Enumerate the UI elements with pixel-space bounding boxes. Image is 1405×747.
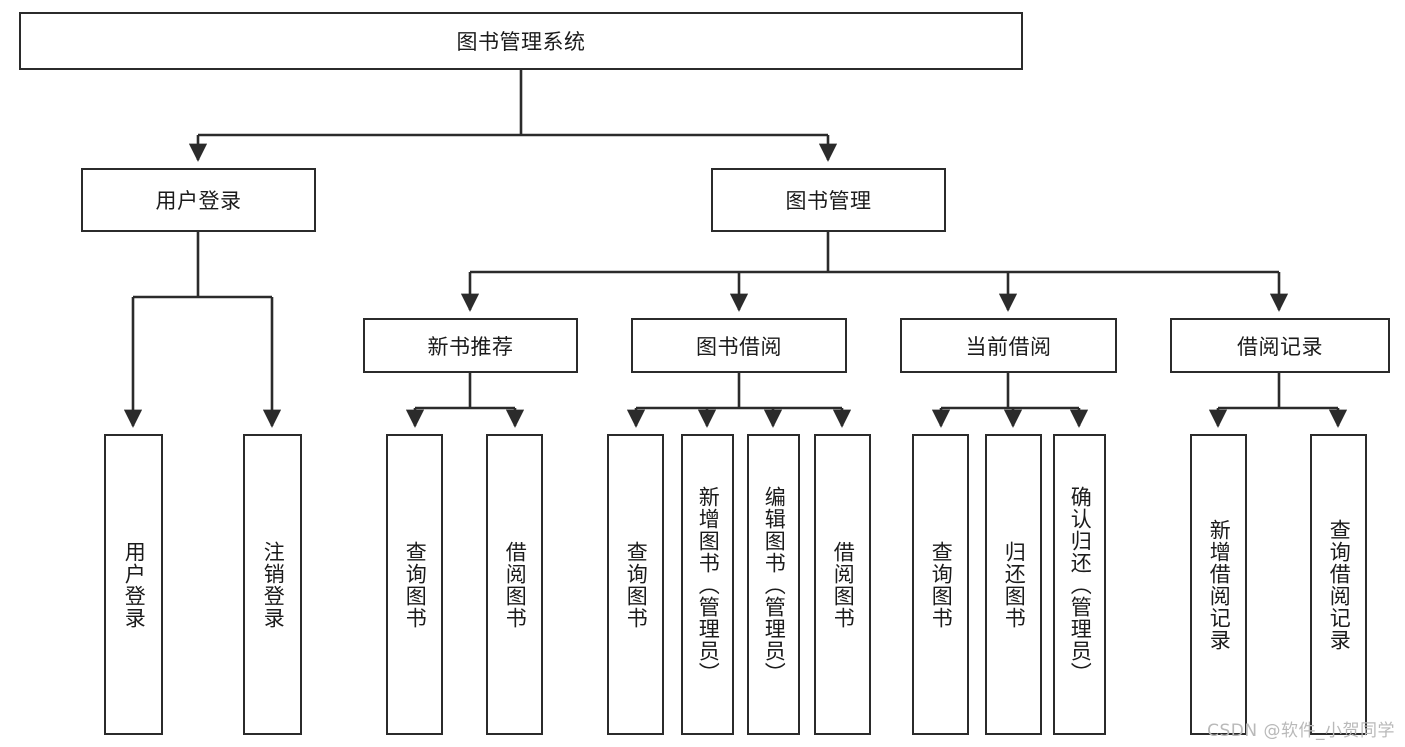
node-book-borrow[interactable]: 图书借阅 [631, 318, 847, 373]
node-leaf-logout[interactable]: 注销登录 [243, 434, 302, 735]
node-leaf-confirm-return-label: 确认归还（管理员） [1068, 485, 1093, 684]
node-new-book-recommend[interactable]: 新书推荐 [363, 318, 578, 373]
node-leaf-query-borrow-record-label: 查询借阅记录 [1327, 518, 1352, 651]
node-leaf-borrow-book-1-label: 借阅图书 [503, 540, 528, 629]
node-new-book-recommend-label: 新书推荐 [427, 334, 514, 359]
node-borrow-records-label: 借阅记录 [1237, 334, 1323, 359]
node-leaf-query-book-3[interactable]: 查询图书 [912, 434, 969, 735]
node-borrow-records[interactable]: 借阅记录 [1170, 318, 1390, 373]
node-leaf-edit-book-label: 编辑图书（管理员） [762, 485, 787, 684]
csdn-watermark: CSDN @软件_小贺同学 [1207, 721, 1395, 741]
node-leaf-add-borrow-record[interactable]: 新增借阅记录 [1190, 434, 1247, 735]
node-current-borrow[interactable]: 当前借阅 [900, 318, 1117, 373]
node-leaf-borrow-book-2-label: 借阅图书 [831, 540, 856, 629]
node-leaf-query-book-1[interactable]: 查询图书 [386, 434, 443, 735]
node-leaf-return-book-label: 归还图书 [1002, 540, 1027, 629]
node-leaf-query-book-2[interactable]: 查询图书 [607, 434, 664, 735]
node-leaf-query-book-2-label: 查询图书 [624, 540, 649, 629]
node-leaf-confirm-return[interactable]: 确认归还（管理员） [1053, 434, 1106, 735]
node-user-login-label: 用户登录 [155, 189, 242, 213]
node-leaf-edit-book[interactable]: 编辑图书（管理员） [747, 434, 800, 735]
node-leaf-add-borrow-record-label: 新增借阅记录 [1207, 518, 1232, 651]
node-current-borrow-label: 当前借阅 [965, 334, 1052, 359]
node-leaf-query-book-1-label: 查询图书 [403, 540, 428, 629]
node-leaf-logout-label: 注销登录 [261, 540, 286, 629]
node-leaf-return-book[interactable]: 归还图书 [985, 434, 1042, 735]
node-root-label: 图书管理系统 [456, 30, 586, 54]
node-leaf-query-book-3-label: 查询图书 [929, 540, 954, 629]
node-leaf-borrow-book-2[interactable]: 借阅图书 [814, 434, 871, 735]
node-leaf-query-borrow-record[interactable]: 查询借阅记录 [1310, 434, 1367, 735]
node-book-management-label: 图书管理 [785, 189, 872, 213]
node-book-management[interactable]: 图书管理 [711, 168, 946, 232]
node-book-borrow-label: 图书借阅 [696, 334, 782, 359]
node-leaf-user-login-label: 用户登录 [122, 540, 147, 629]
node-leaf-borrow-book-1[interactable]: 借阅图书 [486, 434, 543, 735]
node-leaf-user-login[interactable]: 用户登录 [104, 434, 163, 735]
node-leaf-add-book[interactable]: 新增图书（管理员） [681, 434, 734, 735]
node-root[interactable]: 图书管理系统 [19, 12, 1023, 70]
node-user-login[interactable]: 用户登录 [81, 168, 316, 232]
node-leaf-add-book-label: 新增图书（管理员） [696, 485, 721, 684]
